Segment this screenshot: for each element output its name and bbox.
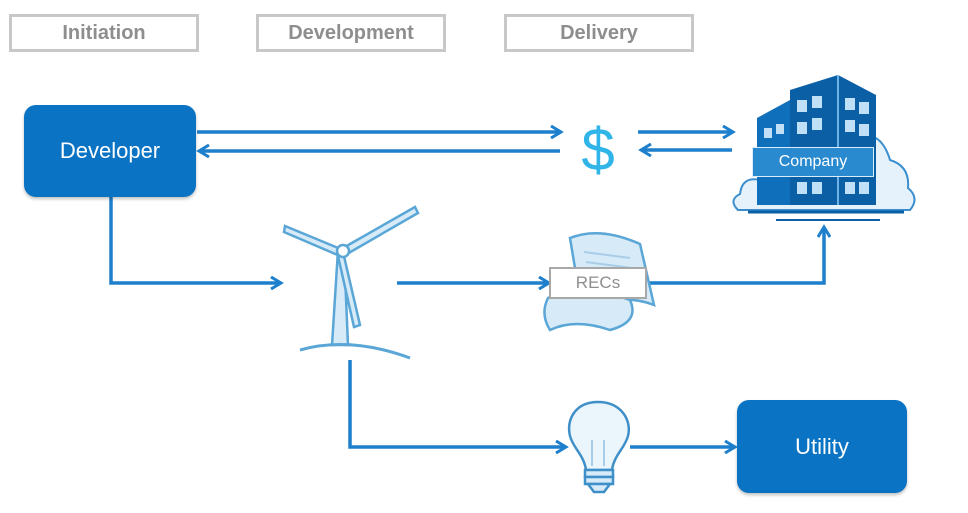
stage-delivery: Delivery	[504, 14, 694, 52]
wind-turbine-icon	[282, 205, 420, 360]
company-label: Company	[752, 147, 874, 177]
developer-node: Developer	[24, 105, 196, 197]
stage-development: Development	[256, 14, 446, 52]
arrow-developer-to-turbine	[109, 197, 280, 283]
payment-dollar-sign: $	[581, 115, 615, 183]
stage-initiation: Initiation	[9, 14, 199, 52]
developer-label: Developer	[59, 138, 161, 163]
recs-label: RECs	[549, 267, 647, 299]
arrow-turbine-to-bulb	[348, 360, 565, 447]
arrow-recs-to-company	[648, 228, 824, 285]
utility-label: Utility	[795, 433, 849, 459]
utility-node: Utility	[737, 400, 907, 493]
light-bulb-icon	[567, 400, 631, 494]
